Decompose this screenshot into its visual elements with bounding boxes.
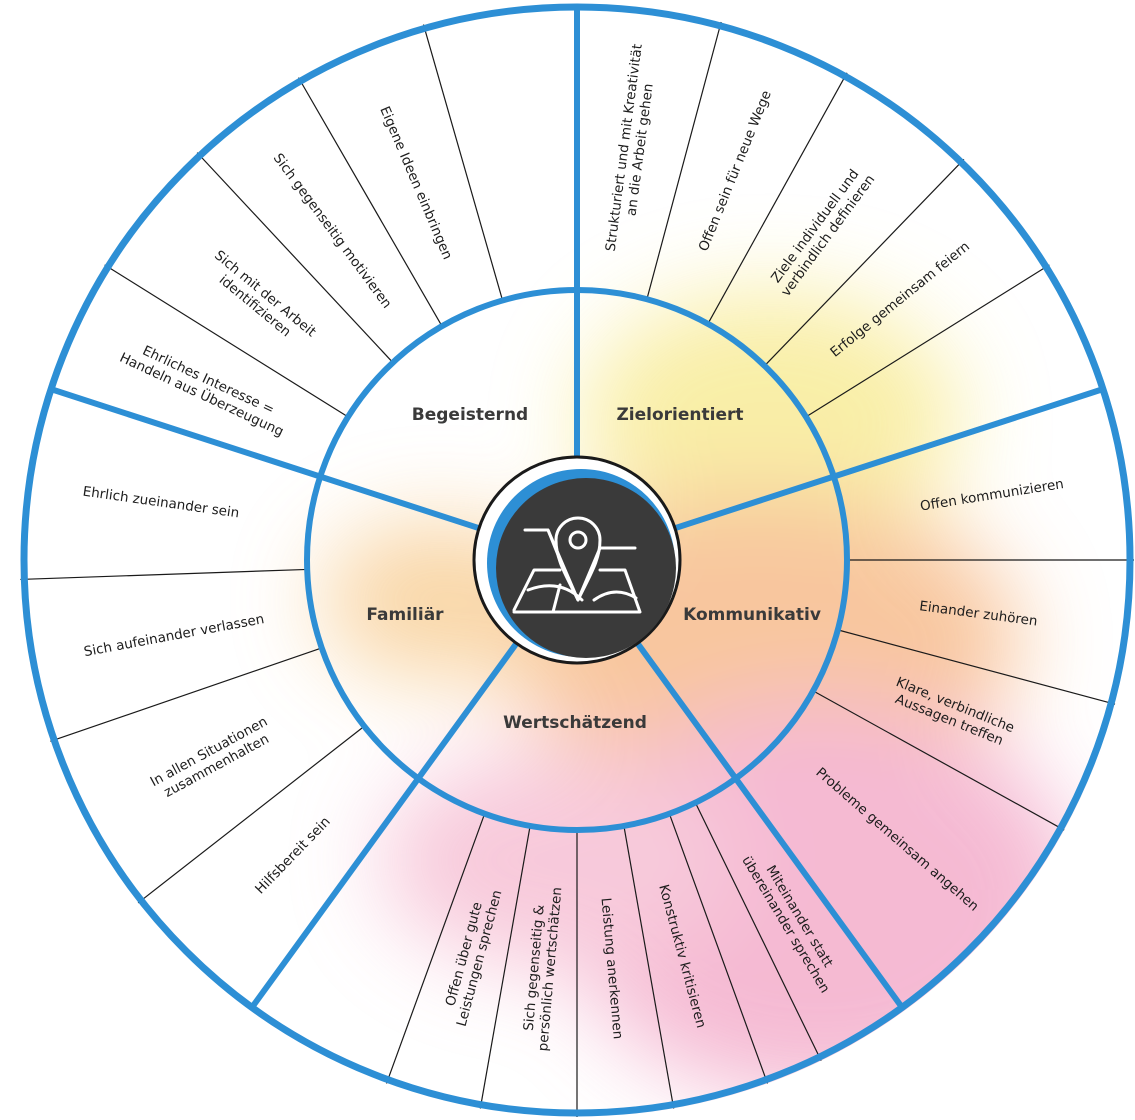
category-label-zielorientiert: Zielorientiert bbox=[616, 405, 743, 425]
item-divider-line bbox=[297, 77, 443, 327]
category-divider-line bbox=[50, 386, 480, 532]
item-label-line: verbindlich definieren bbox=[778, 172, 878, 300]
hub-dark-disc bbox=[496, 478, 676, 658]
item-label-familiaer-2: Sich aufeinander verlassen bbox=[83, 611, 266, 660]
center-hub bbox=[472, 455, 682, 665]
item-divider-line bbox=[20, 568, 308, 581]
item-divider-line bbox=[837, 629, 1116, 705]
item-divider-line bbox=[805, 264, 1050, 418]
item-label-begeisternd-2: Sich gegenseitig motivieren bbox=[270, 150, 395, 311]
item-label-line: Handeln aus Überzeugung bbox=[117, 348, 287, 440]
category-label-begeisternd: Begeisternd bbox=[412, 405, 528, 425]
item-divider-line bbox=[479, 825, 531, 1109]
wash-yellow-blob bbox=[580, 290, 960, 550]
item-divider-line bbox=[668, 813, 769, 1084]
item-label-familiaer-1: In allen Situationenzusammenhalten bbox=[148, 714, 278, 805]
item-label-begeisternd-3: Eigene Ideen einbringen bbox=[376, 104, 455, 262]
item-label-line: Sich aufeinander verlassen bbox=[83, 611, 266, 660]
item-label-line: Ehrlich zueinander sein bbox=[82, 484, 241, 522]
item-divider-line bbox=[707, 72, 848, 325]
item-divider-line bbox=[104, 264, 349, 418]
item-divider-line bbox=[764, 158, 965, 367]
item-divider-line bbox=[623, 825, 675, 1109]
category-divider-line bbox=[674, 386, 1104, 532]
item-label-zielorientiert-1: Offen sein für neue Wege bbox=[696, 88, 775, 253]
category-label-familiaer: Familiär bbox=[366, 605, 444, 625]
item-divider-line bbox=[50, 647, 322, 742]
category-divider-line bbox=[635, 641, 905, 1010]
item-label-line: Eigene Ideen einbringen bbox=[376, 104, 455, 262]
item-label-familiaer-3: Ehrlich zueinander sein bbox=[82, 484, 241, 522]
item-label-line: Offen sein für neue Wege bbox=[696, 88, 775, 253]
map-pin-on-map-icon bbox=[512, 516, 642, 614]
category-divider-line bbox=[249, 641, 519, 1010]
item-divider-line bbox=[812, 690, 1065, 831]
item-label-line: Ziele individuell und bbox=[768, 166, 862, 286]
category-label-wertschaetzend: Wertschätzend bbox=[503, 713, 647, 733]
item-divider-line bbox=[646, 21, 722, 300]
item-label-line: Sich gegenseitig motivieren bbox=[270, 150, 395, 311]
wheel-rings bbox=[20, 3, 1134, 1117]
item-divider-line bbox=[137, 725, 365, 904]
item-label-zielorientiert-2: Ziele individuell undverbindlich definie… bbox=[765, 162, 878, 299]
item-label-line: Hilfsbereit sein bbox=[252, 814, 334, 898]
item-label-familiaer-0: Hilfsbereit sein bbox=[252, 814, 334, 898]
item-divider-line bbox=[422, 24, 504, 301]
item-dividers bbox=[20, 21, 1134, 1117]
item-divider-line bbox=[694, 802, 822, 1061]
item-label-line: Offen kommunizieren bbox=[919, 476, 1065, 515]
item-label-zielorientiert-0: Strukturiert und mit Kreativitätan die A… bbox=[603, 43, 662, 255]
item-label-begeisternd-0: Ehrliches Interesse =Handeln aus Überzeu… bbox=[117, 335, 293, 440]
category-label-kommunikativ: Kommunikativ bbox=[683, 605, 821, 625]
item-divider-line bbox=[196, 152, 394, 363]
item-divider-line bbox=[385, 813, 486, 1084]
item-label-kommunikativ-0: Offen kommunizieren bbox=[919, 476, 1065, 515]
